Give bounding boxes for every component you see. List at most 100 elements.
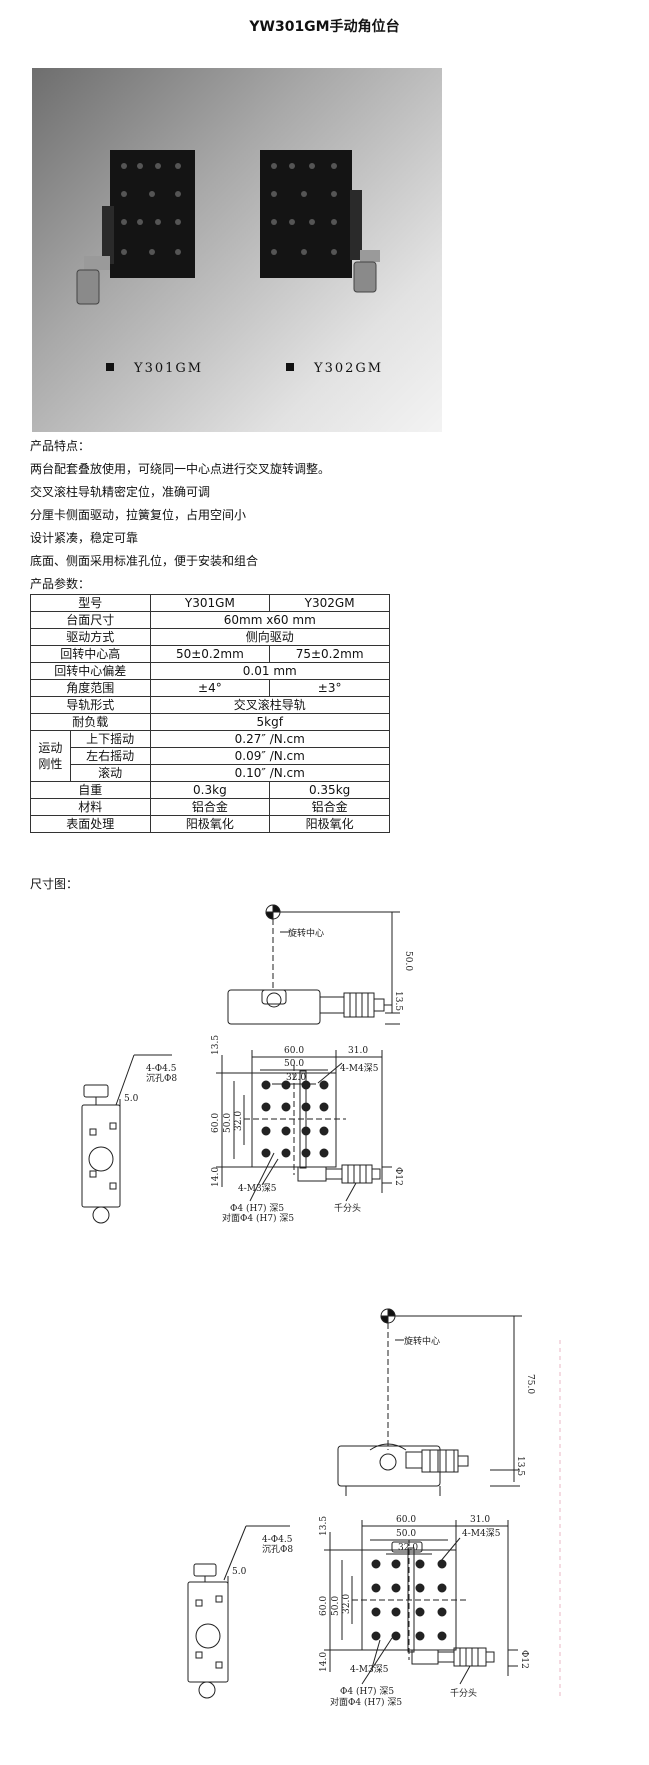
dim-v60: 60.0 [211,1113,221,1133]
dim-w60: 60.0 [284,1046,304,1056]
dim-dia: Φ12 [393,1167,403,1186]
m4-label: 4-M4深5 [340,1063,379,1074]
dim-v13: 13.5 [211,1035,221,1055]
dim-v32: 32.0 [342,1594,352,1614]
table-row: 运动刚性 上下摇动 0.27″ /N.cm [30,730,390,782]
table-cell: 回转中心高 [30,645,151,663]
table-row: 导轨形式 交叉滚柱导轨 [30,696,390,714]
side-holes-label-2: 沉孔Φ8 [146,1073,177,1084]
table-row: 左右摇动 0.09″ /N.cm [31,747,390,765]
micrometer-label: 千分头 [334,1203,361,1214]
table-cell: 5kgf [149,713,390,731]
pin-label: Φ4 (H7) 深5 [340,1686,394,1697]
table-cell: ±3° [269,679,390,697]
table-row: 回转中心偏差 0.01 mm [30,662,390,680]
dim-v32: 32.0 [234,1111,244,1131]
table-cell: 铝合金 [149,798,271,816]
feature-item: 底面、侧面采用标准孔位，便于安装和组合 [30,554,259,568]
feature-item: 两台配套叠放使用，可绕同一中心点进行交叉旋转调整。 [30,462,331,476]
pin-label-2: 对面Φ4 (H7) 深5 [330,1696,402,1708]
stage-y302gm [260,150,380,293]
spec-table: 型号 Y301GM Y302GM 台面尺寸 60mm x60 mm 驱动方式 侧… [30,594,390,833]
table-cell: 回转中心偏差 [30,662,151,680]
pin-label: Φ4 (H7) 深5 [230,1203,284,1214]
table-header-cell: Y302GM [269,594,390,612]
table-cell: 交叉滚柱导轨 [149,696,390,714]
table-cell: 0.09″ /N.cm [149,747,390,765]
dim-v13: 13.5 [319,1516,329,1536]
dim-v60: 60.0 [319,1596,329,1616]
dim-w31: 31.0 [348,1046,368,1056]
table-cell: 台面尺寸 [30,611,151,629]
table-cell: 75±0.2mm [269,645,390,663]
m3-label: 4-M3深5 [238,1183,277,1194]
rotation-center-label: 旋转中心 [404,1335,440,1347]
table-cell: ±4° [149,679,271,697]
bullet-icon [286,363,294,371]
table-cell: 运动刚性 [30,730,71,782]
specs-heading: 产品参数： [30,577,91,591]
dimension-drawing-y301gm: 旋转中心 50.0 13.5 60.0 50.0 32.0 31.0 13.5 … [81,904,413,1224]
dim-v50: 50.0 [331,1596,341,1616]
dim-side: 5.0 [232,1567,247,1577]
table-cell: 表面处理 [30,815,151,833]
side-holes-label: 4-Φ4.5 [262,1535,293,1545]
m4-label: 4-M4深5 [462,1528,501,1539]
dimension-drawing-y302gm: 旋转中心 75.0 13.5 60.0 50.0 32.0 31.0 13.5 … [187,1308,561,1708]
dim-height: 50.0 [403,951,413,971]
product-photo-drawing: Y301GM Y302GM [76,150,383,376]
m3-label: 4-M3深5 [350,1664,389,1675]
table-row: 自重 0.3kg 0.35kg [30,781,390,799]
table-row: 滚动 0.10″ /N.cm [31,764,390,782]
table-cell: 0.10″ /N.cm [149,764,390,782]
dim-w32: 32.0 [398,1543,418,1553]
pin-label-2: 对面Φ4 (H7) 深5 [222,1212,294,1224]
product-photo: Y301GM Y302GM [32,68,442,432]
table-header-cell: Y301GM [149,594,271,612]
side-holes-label: 4-Φ4.5 [146,1064,177,1074]
table-cell: 左右摇动 [69,747,151,765]
feature-item: 交叉滚柱导轨精密定位，准确可调 [30,485,211,499]
table-cell: 0.27″ /N.cm [149,730,390,748]
table-cell: 阳极氧化 [269,815,390,833]
table-cell: 0.01 mm [149,662,390,680]
table-cell: 自重 [30,781,151,799]
stage-y301gm [76,150,195,305]
dim-w32: 32.0 [286,1073,306,1083]
dim-w31: 31.0 [470,1515,490,1525]
table-cell: 驱动方式 [30,628,151,646]
table-cell: 导轨形式 [30,696,151,714]
table-cell: 铝合金 [269,798,390,816]
dim-w50: 50.0 [284,1059,304,1069]
table-row: 耐负载 5kgf [30,713,390,731]
rotation-center-label: 旋转中心 [288,927,324,939]
features-heading: 产品特点： [30,439,91,453]
table-row: 表面处理 阳极氧化 阳极氧化 [30,815,390,833]
table-header-cell: 型号 [30,594,151,612]
table-row: 型号 Y301GM Y302GM [30,594,390,612]
dim-v14: 14.0 [211,1167,221,1187]
dim-side: 5.0 [124,1094,139,1104]
dim-height-small: 13.5 [393,991,403,1011]
dim-height: 75.0 [525,1374,535,1394]
table-cell: 角度范围 [30,679,151,697]
table-cell: 阳极氧化 [149,815,271,833]
dim-dia: Φ12 [519,1650,529,1669]
photo-label-y302gm: Y302GM [313,361,383,376]
side-holes-label-2: 沉孔Φ8 [262,1544,293,1555]
dim-w60: 60.0 [396,1515,416,1525]
table-cell: 0.35kg [269,781,390,799]
table-cell: 侧向驱动 [149,628,390,646]
table-cell: 滚动 [69,764,151,782]
dim-v14: 14.0 [319,1652,329,1672]
table-cell: 上下摇动 [69,730,151,748]
table-row: 回转中心高 50±0.2mm 75±0.2mm [30,645,390,663]
photo-label-y301gm: Y301GM [133,361,203,376]
table-row: 驱动方式 侧向驱动 [30,628,390,646]
dimensions-heading: 尺寸图： [30,877,79,891]
dim-height-small: 13.5 [515,1456,525,1476]
bullet-icon [106,363,114,371]
table-cell: 耐负载 [30,713,151,731]
dim-w50: 50.0 [396,1529,416,1539]
table-row: 台面尺寸 60mm x60 mm [30,611,390,629]
